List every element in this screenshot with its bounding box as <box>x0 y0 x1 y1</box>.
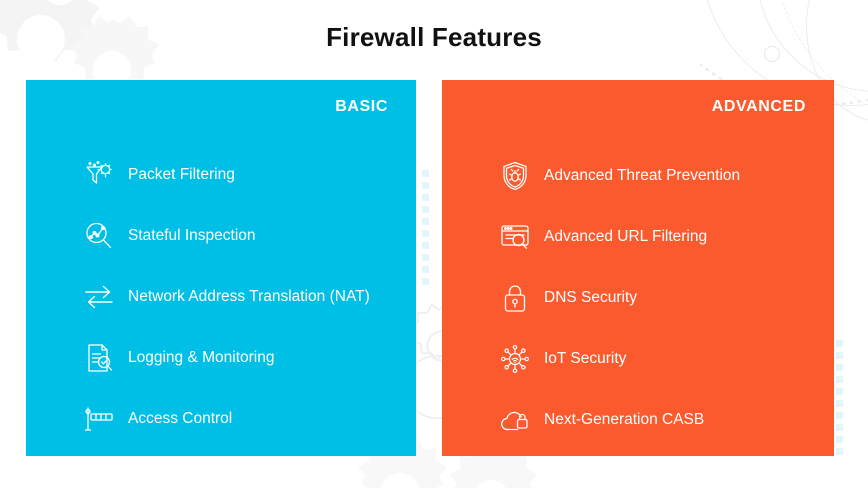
feature-label: Logging & Monitoring <box>128 348 275 366</box>
list-item[interactable]: Access Control <box>26 388 416 449</box>
panel-basic: BASIC Packet Filtering <box>26 80 416 456</box>
padlock-icon <box>498 281 532 315</box>
feature-label: Access Control <box>128 409 233 427</box>
panel-advanced: ADVANCED Advanced Threat Prevention <box>442 80 834 456</box>
magnifier-network-icon <box>82 219 116 253</box>
browser-magnifier-icon <box>498 220 532 254</box>
feature-label: Packet Filtering <box>128 165 235 183</box>
list-item[interactable]: Network Address Translation (NAT) <box>26 266 416 327</box>
list-item[interactable]: Packet Filtering <box>26 144 416 205</box>
list-item[interactable]: Advanced Threat Prevention <box>442 145 834 206</box>
list-item[interactable]: Logging & Monitoring <box>26 327 416 388</box>
page-title: Firewall Features <box>326 22 542 52</box>
iot-hub-wifi-icon <box>498 342 532 376</box>
panel-heading-advanced: ADVANCED <box>711 98 806 115</box>
feature-label: Advanced Threat Prevention <box>544 166 741 184</box>
funnel-gear-icon <box>82 158 116 192</box>
list-item[interactable]: Stateful Inspection <box>26 205 416 266</box>
barrier-gate-icon <box>82 402 116 436</box>
shield-bug-icon <box>498 159 532 193</box>
feature-list-basic: Packet Filtering Stateful Inspection <box>26 144 416 449</box>
feature-label: Stateful Inspection <box>128 226 256 244</box>
feature-label: Next-Generation CASB <box>544 410 705 428</box>
list-item[interactable]: IoT Security <box>442 328 834 389</box>
two-way-arrows-icon <box>82 280 116 314</box>
list-item[interactable]: Advanced URL Filtering <box>442 206 834 267</box>
feature-list-advanced: Advanced Threat Prevention Advanced URL … <box>442 145 834 450</box>
panel-heading-basic: BASIC <box>335 98 388 115</box>
list-item[interactable]: DNS Security <box>442 267 834 328</box>
list-item[interactable]: Next-Generation CASB <box>442 389 834 450</box>
cloud-lock-icon <box>498 403 532 437</box>
document-magnifier-icon <box>82 341 116 375</box>
feature-label: Advanced URL Filtering <box>544 227 708 245</box>
feature-label: Network Address Translation (NAT) <box>128 287 370 305</box>
feature-label: IoT Security <box>544 349 627 367</box>
feature-label: DNS Security <box>544 288 638 306</box>
